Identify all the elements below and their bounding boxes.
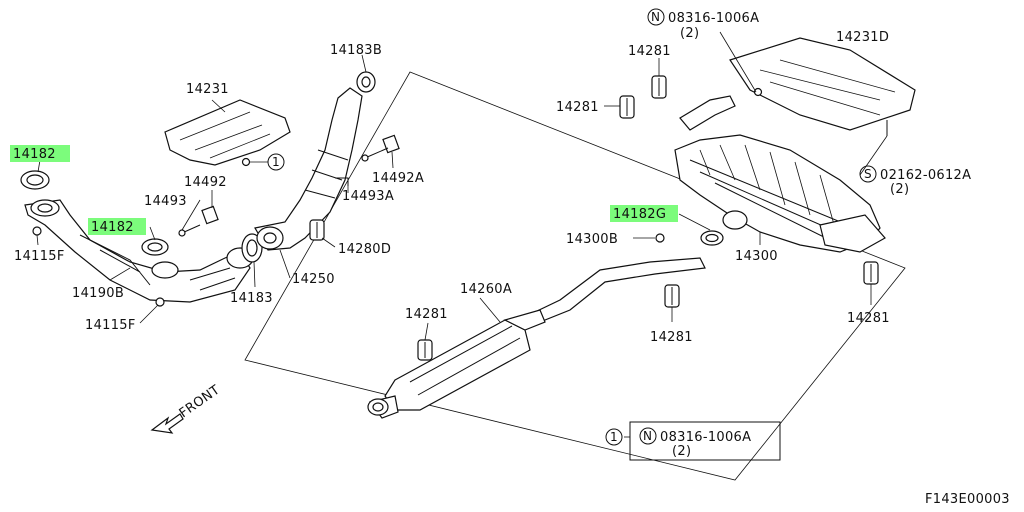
svg-text:N: N — [651, 10, 660, 24]
catalytic-converter-14250 — [254, 87, 363, 251]
callout-14250: 14250 — [292, 272, 335, 287]
callout-14281-right: 14281 — [847, 311, 890, 326]
callout-14492: 14492 — [184, 175, 227, 190]
front-arrow-icon — [150, 413, 184, 434]
callout-14281-top: 14281 — [628, 44, 671, 59]
callout-14231d: 14231D — [836, 30, 889, 45]
callout-14300: 14300 — [735, 249, 778, 264]
gasket-14182g — [700, 230, 724, 246]
nut-14492a — [382, 134, 400, 154]
front-label: FRONT — [177, 383, 223, 422]
svg-text:(2): (2) — [680, 26, 699, 41]
legend-symbol: N — [643, 429, 652, 443]
svg-text:S: S — [864, 167, 872, 181]
hanger-14281-right — [863, 261, 879, 285]
legend-index: 1 — [610, 430, 618, 444]
stud-14493a — [335, 147, 389, 186]
callout-14260a: 14260A — [460, 282, 512, 297]
callout-14183b: 14183B — [330, 43, 382, 58]
callout-14115f-top: 14115F — [14, 249, 65, 264]
hanger-14281-mid — [664, 284, 680, 308]
figure-code: F143E00003 — [925, 492, 1010, 507]
hanger-14281-top — [651, 75, 667, 99]
callout-14281-bottom: 14281 — [405, 307, 448, 322]
center-pipe-14260a — [367, 257, 706, 419]
bolt-14115f-bottom — [155, 297, 165, 307]
heat-shield-14231 — [164, 99, 291, 167]
callout-14493: 14493 — [144, 194, 187, 209]
legend-part-number: 08316-1006A — [660, 430, 751, 445]
callout-14182g: 14182G — [613, 207, 666, 222]
gasket-14182-middle — [141, 238, 169, 256]
legend-quantity: (2) — [672, 444, 691, 459]
gasket-14182-left — [20, 170, 50, 190]
note-s-02162: S 02162-0612A (2) — [859, 165, 971, 197]
callout-14281-mid: 14281 — [650, 330, 693, 345]
callout-14183: 14183 — [230, 291, 273, 306]
highlight-14182-left — [10, 145, 70, 162]
hanger-14281-left — [619, 95, 635, 119]
front-pipe-14190b — [24, 199, 254, 303]
reference-circle-1-near-14492: 1 — [267, 153, 285, 171]
callout-14492a: 14492A — [372, 171, 424, 186]
gasket-14183b — [356, 71, 376, 93]
callout-14231: 14231 — [186, 82, 229, 97]
heat-shield-14231d — [729, 37, 916, 136]
nut-14492 — [201, 205, 219, 225]
hanger-14281-center — [417, 339, 433, 361]
callout-14300b: 14300B — [566, 232, 618, 247]
leader-lines — [36, 31, 888, 341]
svg-text:(2): (2) — [890, 182, 909, 197]
note-n-08316-top: N 08316-1006A (2) — [647, 8, 759, 41]
callout-14493a: 14493A — [342, 189, 394, 204]
callout-14190b: 14190B — [72, 286, 124, 301]
svg-text:1: 1 — [272, 155, 280, 169]
highlight-14182g — [610, 205, 678, 222]
callout-14115f-bottom: 14115F — [85, 318, 136, 333]
svg-text:08316-1006A: 08316-1006A — [668, 11, 759, 26]
legend-box: 1 N 08316-1006A (2) — [605, 421, 781, 461]
callout-14182-middle: 14182 — [91, 220, 134, 235]
svg-text:02162-0612A: 02162-0612A — [880, 168, 971, 183]
callout-14182-left: 14182 — [13, 147, 56, 162]
front-direction-indicator: FRONT — [150, 383, 223, 434]
highlight-14182-middle — [88, 218, 146, 235]
hanger-14280d — [309, 219, 325, 241]
bolt-14300b — [655, 233, 665, 243]
stud-14493 — [178, 224, 201, 237]
main-muffler-14300 — [674, 95, 886, 253]
callout-14280d: 14280D — [338, 242, 391, 257]
bolt-14115f-top — [32, 226, 42, 236]
callout-14281-left: 14281 — [556, 100, 599, 115]
